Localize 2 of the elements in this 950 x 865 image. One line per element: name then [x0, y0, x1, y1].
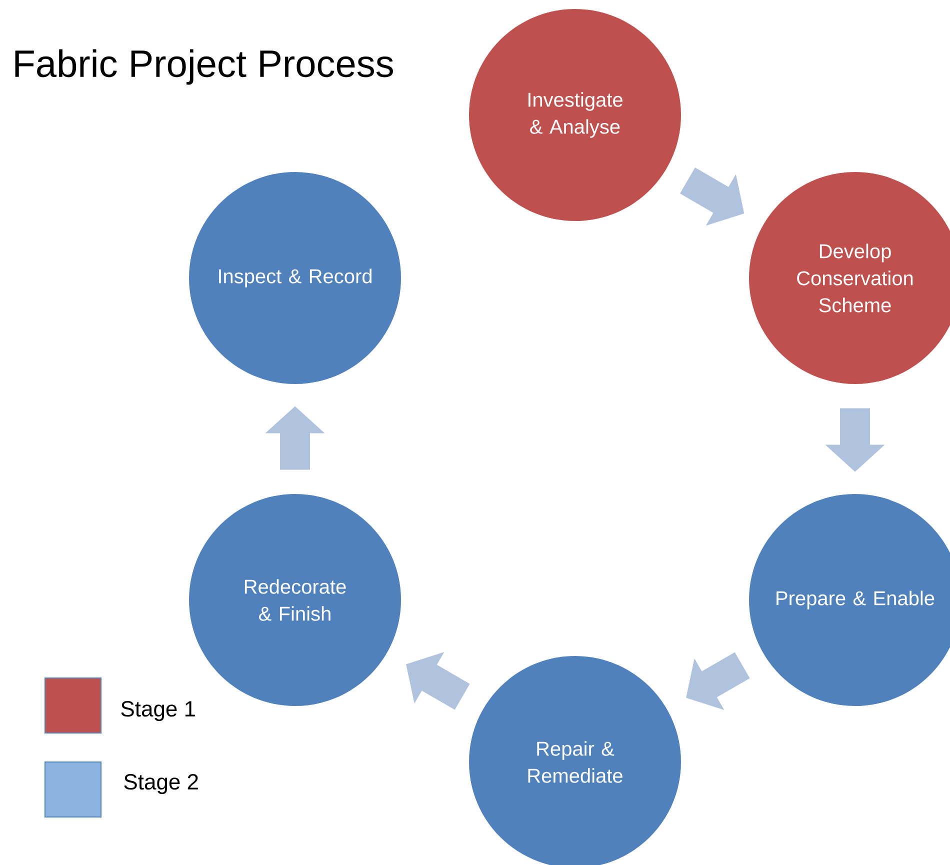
legend-label: Stage 2 — [124, 774, 198, 794]
title: Fabric Project Process — [15, 49, 393, 85]
